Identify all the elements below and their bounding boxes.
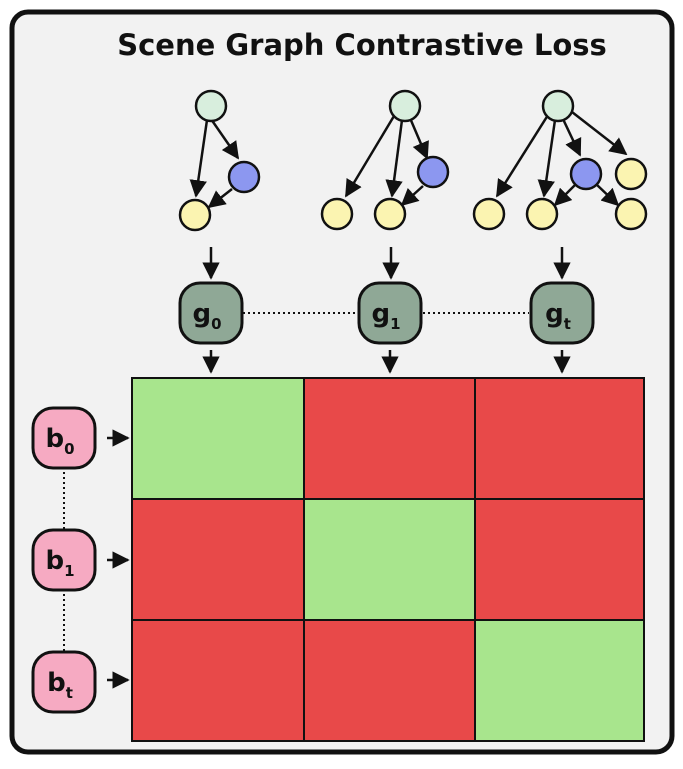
box-embedding-1-symbol: b bbox=[45, 546, 64, 576]
graph-embedding-2-box bbox=[529, 281, 595, 345]
similarity-matrix bbox=[131, 377, 645, 742]
graph-embedding-1-label: g1 bbox=[371, 299, 400, 333]
matrix-cell-1-1 bbox=[303, 498, 476, 621]
box-embedding-2-symbol: b bbox=[47, 668, 66, 698]
matrix-cell-0-0 bbox=[131, 377, 305, 500]
box-embedding-2-box bbox=[31, 650, 97, 714]
relation-node bbox=[416, 155, 450, 189]
box-embedding-2: bt bbox=[31, 650, 97, 714]
graph-embedding-0-box bbox=[178, 281, 244, 345]
box-embedding-1-subscript: 1 bbox=[64, 562, 74, 580]
box-embedding-0-symbol: b bbox=[45, 424, 64, 454]
graph-embedding-2-label: gt bbox=[545, 299, 571, 333]
relation-node bbox=[569, 157, 603, 191]
object-node bbox=[178, 198, 212, 232]
box-embedding-0-box bbox=[31, 406, 97, 470]
graph-embedding-2-subscript: t bbox=[564, 315, 571, 333]
matrix-cell-1-0 bbox=[131, 498, 305, 621]
root-node bbox=[194, 89, 228, 123]
edge bbox=[344, 115, 396, 198]
object-node bbox=[373, 197, 407, 231]
graph-embedding-1: g1 bbox=[357, 281, 423, 345]
graph-embedding-0: g0 bbox=[178, 281, 244, 345]
box-embedding-2-subscript: t bbox=[66, 684, 73, 702]
graph-embedding-2: gt bbox=[529, 281, 595, 345]
graph-embedding-0-symbol: g bbox=[192, 299, 211, 329]
edge bbox=[189, 119, 209, 198]
box-embedding-2-label: bt bbox=[47, 668, 73, 702]
figure-title: Scene Graph Contrastive Loss bbox=[117, 28, 607, 62]
edge bbox=[571, 111, 628, 156]
matrix-cell-2-1 bbox=[303, 619, 476, 742]
edge bbox=[209, 118, 240, 160]
scene-graph-2 bbox=[472, 89, 648, 231]
matrix-cell-0-2 bbox=[474, 377, 645, 500]
object-node bbox=[525, 197, 559, 231]
root-node bbox=[388, 89, 422, 123]
graph-embedding-1-subscript: 1 bbox=[390, 315, 400, 333]
graph-embedding-1-symbol: g bbox=[371, 299, 390, 329]
object-node bbox=[472, 197, 506, 231]
box-embedding-1-box bbox=[31, 528, 97, 592]
object-node bbox=[320, 197, 354, 231]
matrix-cell-2-2 bbox=[474, 619, 645, 742]
box-embedding-1: b1 bbox=[31, 528, 97, 592]
edge bbox=[400, 185, 424, 207]
box-embedding-0-subscript: 0 bbox=[64, 440, 74, 458]
edge bbox=[408, 117, 429, 160]
edge bbox=[561, 118, 582, 157]
matrix-cell-0-1 bbox=[303, 377, 476, 500]
graph-embedding-0-subscript: 0 bbox=[211, 315, 221, 333]
graph-embedding-0-label: g0 bbox=[192, 299, 221, 333]
box-embedding-0-label: b0 bbox=[45, 424, 74, 458]
scene-graph-0 bbox=[178, 89, 261, 232]
edge bbox=[207, 188, 233, 209]
object-node bbox=[614, 157, 648, 191]
graph-embedding-1-box bbox=[357, 281, 423, 345]
scene-graph-1 bbox=[320, 89, 450, 231]
matrix-cell-1-2 bbox=[474, 498, 645, 621]
edge bbox=[595, 183, 620, 207]
relation-node bbox=[227, 160, 261, 194]
object-node bbox=[614, 197, 648, 231]
box-embedding-1-label: b1 bbox=[45, 546, 74, 580]
matrix-cell-2-0 bbox=[131, 619, 305, 742]
edge bbox=[385, 119, 404, 198]
graph-embedding-2-symbol: g bbox=[545, 299, 564, 329]
edge bbox=[537, 119, 557, 198]
root-node bbox=[541, 89, 575, 123]
box-embedding-0: b0 bbox=[31, 406, 97, 470]
edge bbox=[553, 183, 577, 207]
edge bbox=[495, 114, 550, 198]
